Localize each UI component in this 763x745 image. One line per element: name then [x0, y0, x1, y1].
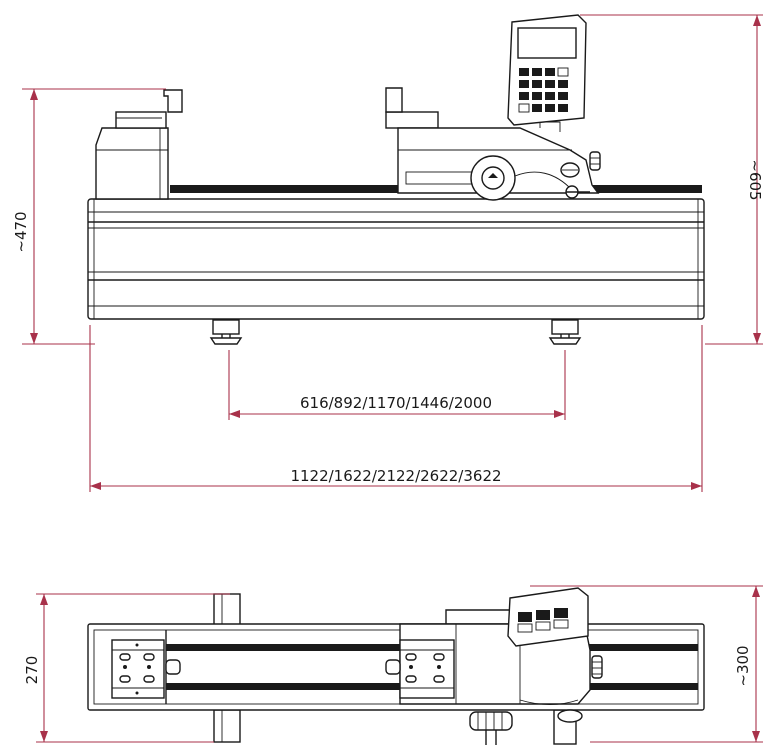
dim-depth-right-label: ~300 [734, 645, 752, 686]
top-dimensions [36, 585, 763, 743]
dim-overall-length-label: 1122/1622/2122/2622/3622 [290, 467, 501, 485]
dim-feet-spacing-label: 616/892/1170/1446/2000 [300, 394, 492, 412]
top-control-panel [507, 587, 589, 647]
front-headstock [95, 89, 183, 200]
front-control-panel [507, 14, 587, 126]
top-headstock [111, 639, 181, 699]
top-view: 270 ~300 [23, 585, 763, 745]
front-dimensions [22, 14, 763, 492]
front-foot-left [209, 319, 243, 345]
front-foot-right [548, 319, 582, 345]
front-handwheel [470, 155, 573, 201]
top-foot-left [213, 593, 241, 743]
top-handwheel [469, 711, 513, 745]
front-knobs [560, 151, 601, 199]
keypad [518, 67, 569, 113]
front-bed [87, 198, 705, 320]
top-knobs [557, 655, 603, 723]
dim-height-right-label: ~605 [746, 159, 763, 200]
front-view: ~470 ~605 616/892/1170/1446/2000 1122/16… [12, 14, 763, 492]
dim-height-left-label: ~470 [12, 211, 30, 252]
dim-depth-left-label: 270 [23, 656, 41, 685]
